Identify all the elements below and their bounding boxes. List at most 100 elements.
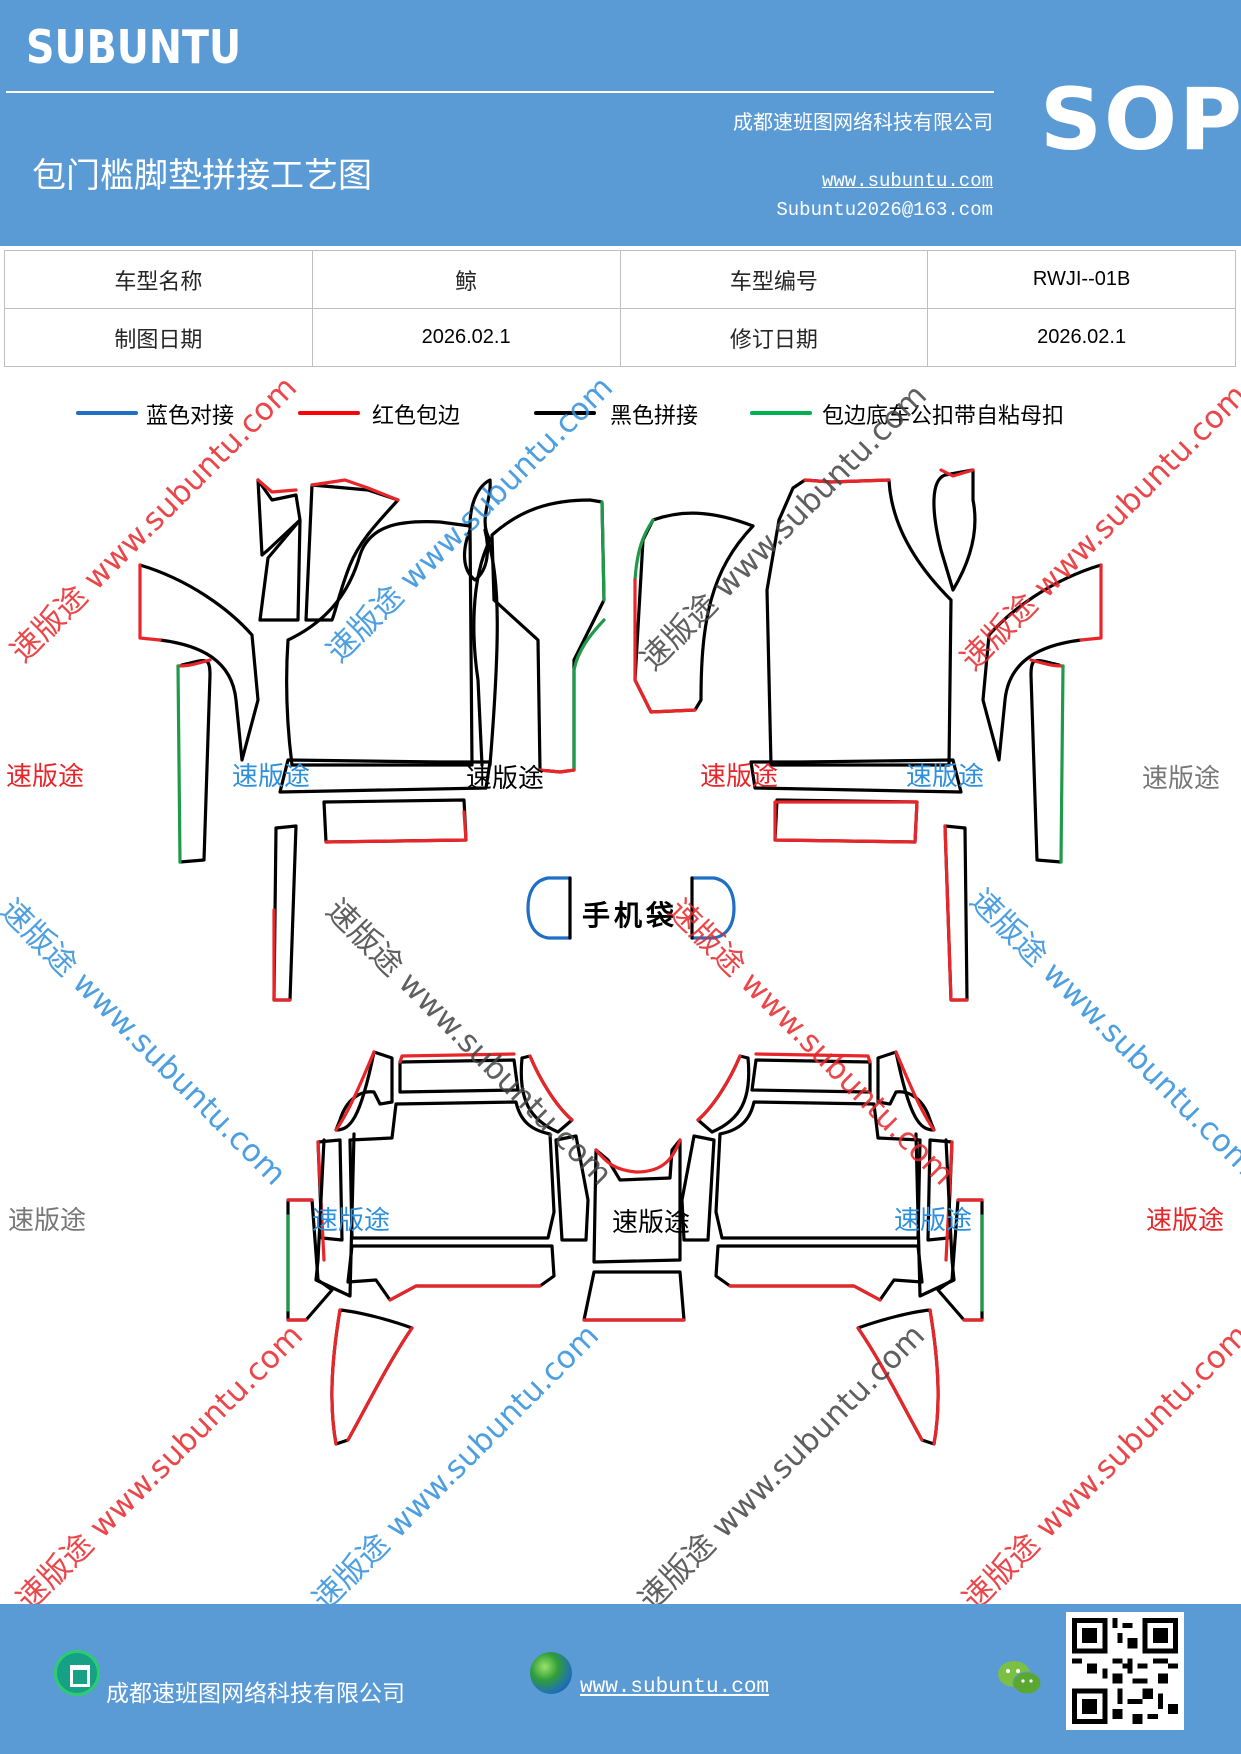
mat-piece: [286, 1198, 314, 1322]
draw-date-value: 2026.02.1: [311, 308, 621, 367]
model-code-label: 车型编号: [619, 250, 929, 309]
website-link[interactable]: www.subuntu.com: [821, 170, 993, 192]
watermark-text: 速版途: [700, 762, 779, 792]
model-code-value: RWJI--01B: [927, 250, 1236, 309]
rear-right-mat-group: [680, 1050, 984, 1446]
mat-piece: [278, 758, 492, 794]
mat-piece: [178, 659, 212, 864]
mat-piece: [1029, 659, 1063, 864]
legend-swatch-black: [534, 411, 596, 415]
watermark-text: 速版途: [1146, 1206, 1225, 1236]
mat-piece: [749, 758, 963, 794]
mat-piece: [314, 1132, 356, 1298]
mat-piece: [284, 520, 474, 767]
mat-piece: [633, 518, 655, 582]
legend-swatch-red: [298, 411, 360, 415]
mat-piece: [696, 1054, 742, 1122]
mat-piece: [554, 1134, 590, 1242]
mat-piece: [765, 478, 953, 767]
front-left-mat-group: [138, 478, 606, 1002]
watermark-text: 速版途: [1142, 764, 1221, 794]
revise-date-value: 2026.02.1: [927, 308, 1236, 367]
contact-email[interactable]: Subuntu2026@163.com: [776, 199, 993, 221]
mat-piece: [876, 1050, 936, 1132]
mat-piece: [750, 1058, 872, 1094]
mat-piece: [398, 1052, 516, 1064]
draw-date-label: 制图日期: [4, 308, 313, 367]
footer-company: 成都速班图网络科技有限公司: [106, 1681, 405, 1707]
phone-bag-outline-right: [690, 876, 736, 940]
footer-website-link[interactable]: www.subuntu.com: [580, 1676, 770, 1699]
mat-piece: [398, 1058, 520, 1094]
watermark-text: 速版途: [906, 762, 985, 792]
mat-piece: [914, 1132, 956, 1298]
mat-piece: [594, 1138, 682, 1174]
revise-date-label: 修订日期: [619, 308, 929, 367]
watermark-text: 速版途: [894, 1206, 973, 1236]
watermark-text: 速版途: [8, 1206, 87, 1236]
front-right-mat-group: [633, 468, 1103, 1002]
mat-piece: [388, 1284, 542, 1302]
legend-swatch-blue: [76, 411, 138, 415]
mat-piece: [258, 518, 302, 622]
legend-label: 蓝色对接: [146, 404, 235, 429]
header-divider: [6, 91, 994, 93]
legend-label: 包边底车公扣带自粘母扣: [822, 404, 1065, 429]
mat-piece: [1029, 658, 1065, 668]
mat-piece: [538, 768, 576, 774]
mat-piece: [939, 468, 975, 478]
building-icon: [54, 1650, 100, 1696]
mat-piece: [310, 478, 400, 502]
mat-piece: [773, 798, 919, 844]
mat-piece: [1079, 563, 1103, 642]
mat-piece: [714, 1244, 924, 1302]
qr-code[interactable]: [1066, 1612, 1184, 1730]
mat-piece: [932, 468, 977, 592]
legend-label: 红色包边: [372, 404, 461, 429]
brand-logo: SUBUNTU: [26, 20, 242, 74]
legend-swatch-green: [750, 411, 812, 415]
header-banner: SUBUNTU 成都速班图网络科技有限公司 包门槛脚垫拼接工艺图 www.sub…: [0, 0, 1241, 246]
watermark-text: 速版途: [612, 1208, 691, 1238]
mat-piece: [600, 500, 606, 602]
mat-piece: [304, 483, 400, 622]
wechat-icon[interactable]: [996, 1658, 1044, 1698]
phone-bag-group: [526, 876, 736, 940]
table-row: 车型名称 鲸 车型编号 RWJI--01B: [4, 250, 1236, 309]
company-name: 成都速班图网络科技有限公司: [733, 110, 993, 134]
mat-piece: [1059, 664, 1065, 864]
mat-piece: [680, 1134, 716, 1242]
mat-piece: [176, 664, 182, 864]
legend-label: 黑色拼接: [610, 404, 699, 429]
watermark-text: 速版途: [232, 762, 311, 792]
watermark-text: 速版途: [6, 762, 85, 792]
mat-piece: [330, 1308, 414, 1446]
model-name-label: 车型名称: [4, 250, 313, 309]
page-title: 包门槛脚垫拼接工艺图: [32, 156, 372, 196]
mat-piece: [856, 1308, 940, 1446]
footer-banner: 成都速班图网络科技有限公司 www.subuntu.com: [0, 1604, 1241, 1754]
mat-piece: [346, 1244, 556, 1302]
rear-left-mat-group: [286, 1050, 590, 1446]
rear-center-mat-group: [582, 1138, 686, 1322]
mat-piece: [894, 1050, 936, 1132]
mat-piece: [633, 578, 697, 714]
mat-piece: [138, 563, 260, 762]
mat-piece: [324, 810, 468, 844]
phone-bag-label: 手机袋: [582, 899, 679, 932]
mat-piece: [334, 1050, 394, 1132]
mat-piece: [528, 1054, 574, 1122]
mat-piece: [176, 658, 212, 668]
model-name-value: 鲸: [311, 250, 621, 309]
watermark-text: 速版途: [466, 764, 545, 794]
globe-icon: [530, 1652, 572, 1694]
mat-piece: [490, 498, 606, 774]
mat-piece: [956, 1198, 984, 1322]
mat-piece: [272, 824, 298, 1002]
mat-piece: [728, 1284, 882, 1302]
mat-piece: [322, 798, 468, 844]
mat-piece: [334, 1050, 376, 1132]
table-row: 制图日期 2026.02.1 修订日期 2026.02.1: [4, 308, 1236, 367]
mat-piece: [773, 800, 919, 844]
phone-bag-outline-left: [526, 876, 572, 940]
